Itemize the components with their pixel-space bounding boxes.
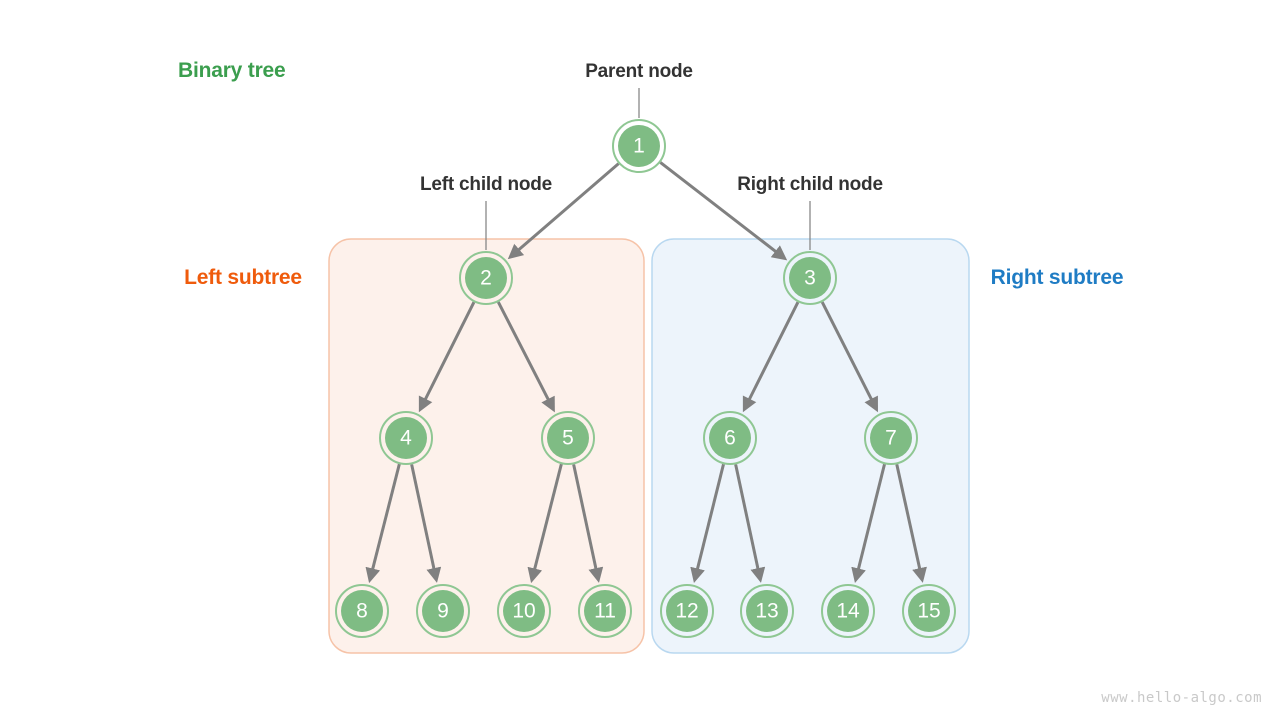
node-ring-3: [783, 251, 837, 305]
node-circle-11: [584, 590, 626, 632]
edge-3-to-6: [742, 301, 800, 413]
tree-node-12[interactable]: 12: [660, 584, 714, 638]
subtree-box-left-subtree: [328, 238, 645, 654]
node-value-9: 9: [437, 600, 449, 623]
subtree-label-left-subtree: Left subtree: [184, 266, 302, 289]
node-circle-10: [503, 590, 545, 632]
node-ring-6: [703, 411, 757, 465]
tree-node-5[interactable]: 5: [541, 411, 595, 465]
node-circle-12: [666, 590, 708, 632]
edge-6-to-12: [690, 463, 725, 584]
node-ring-12: [660, 584, 714, 638]
node-ring-7: [864, 411, 918, 465]
edge-2-to-4: [418, 301, 476, 413]
node-ring-10: [497, 584, 551, 638]
page-title: Binary tree: [178, 59, 286, 82]
node-value-6: 6: [724, 427, 736, 450]
tree-node-9[interactable]: 9: [416, 584, 470, 638]
tree-node-11[interactable]: 11: [578, 584, 632, 638]
node-value-2: 2: [480, 267, 492, 290]
tree-edges: [365, 161, 927, 584]
node-ring-13: [740, 584, 794, 638]
node-ring-9: [416, 584, 470, 638]
node-value-12: 12: [675, 600, 698, 623]
node-value-5: 5: [562, 427, 574, 450]
node-value-11: 11: [594, 600, 616, 623]
tree-node-7[interactable]: 7: [864, 411, 918, 465]
node-value-3: 3: [804, 267, 816, 290]
node-ring-15: [902, 584, 956, 638]
tree-node-10[interactable]: 10: [497, 584, 551, 638]
edge-7-to-15: [895, 464, 927, 583]
annotation-right-child-node: Right child node: [737, 174, 883, 195]
node-circle-8: [341, 590, 383, 632]
node-value-1: 1: [633, 135, 645, 158]
tree-node-15[interactable]: 15: [902, 584, 956, 638]
tree-node-4[interactable]: 4: [379, 411, 433, 465]
node-value-13: 13: [755, 600, 778, 623]
node-circle-5: [547, 417, 589, 459]
edge-7-to-14: [851, 463, 886, 584]
tree-node-14[interactable]: 14: [821, 584, 875, 638]
node-ring-8: [335, 584, 389, 638]
node-circle-6: [709, 417, 751, 459]
node-circle-7: [870, 417, 912, 459]
node-value-10: 10: [512, 600, 535, 623]
node-circle-3: [789, 257, 831, 299]
tree-node-1[interactable]: 1: [612, 119, 666, 173]
subtree-boxes: [328, 238, 970, 654]
node-ring-1: [612, 119, 666, 173]
node-circle-13: [746, 590, 788, 632]
tree-node-6[interactable]: 6: [703, 411, 757, 465]
node-value-8: 8: [356, 600, 368, 623]
watermark: www.hello-algo.com: [1101, 690, 1262, 706]
node-circle-14: [827, 590, 869, 632]
edge-4-to-9: [410, 464, 442, 583]
node-ring-14: [821, 584, 875, 638]
node-ring-5: [541, 411, 595, 465]
node-value-7: 7: [885, 427, 897, 450]
subtree-box-right-subtree: [651, 238, 970, 654]
tree-node-3[interactable]: 3: [783, 251, 837, 305]
node-value-15: 15: [917, 600, 940, 623]
edge-1-to-2: [507, 162, 620, 260]
node-value-14: 14: [836, 600, 860, 623]
tree-node-8[interactable]: 8: [335, 584, 389, 638]
subtree-label-right-subtree: Right subtree: [990, 266, 1124, 289]
node-circle-15: [908, 590, 950, 632]
tree-node-13[interactable]: 13: [740, 584, 794, 638]
edge-4-to-8: [365, 463, 401, 584]
annotation-parent-node: Parent node: [585, 61, 693, 82]
edge-5-to-11: [572, 464, 604, 583]
node-circle-4: [385, 417, 427, 459]
node-circle-1: [618, 125, 660, 167]
node-ring-4: [379, 411, 433, 465]
annotation-pointers: [485, 88, 811, 250]
annotation-left-child-node: Left child node: [419, 174, 553, 195]
node-circle-2: [465, 257, 507, 299]
tree-node-2[interactable]: 2: [459, 251, 513, 305]
node-ring-2: [459, 251, 513, 305]
node-circle-9: [422, 590, 464, 632]
edge-2-to-5: [496, 301, 555, 413]
node-value-4: 4: [400, 427, 412, 450]
edge-6-to-13: [734, 464, 766, 583]
node-ring-11: [578, 584, 632, 638]
edge-3-to-7: [820, 301, 878, 413]
edge-1-to-3: [659, 161, 788, 261]
edge-5-to-10: [527, 463, 563, 584]
